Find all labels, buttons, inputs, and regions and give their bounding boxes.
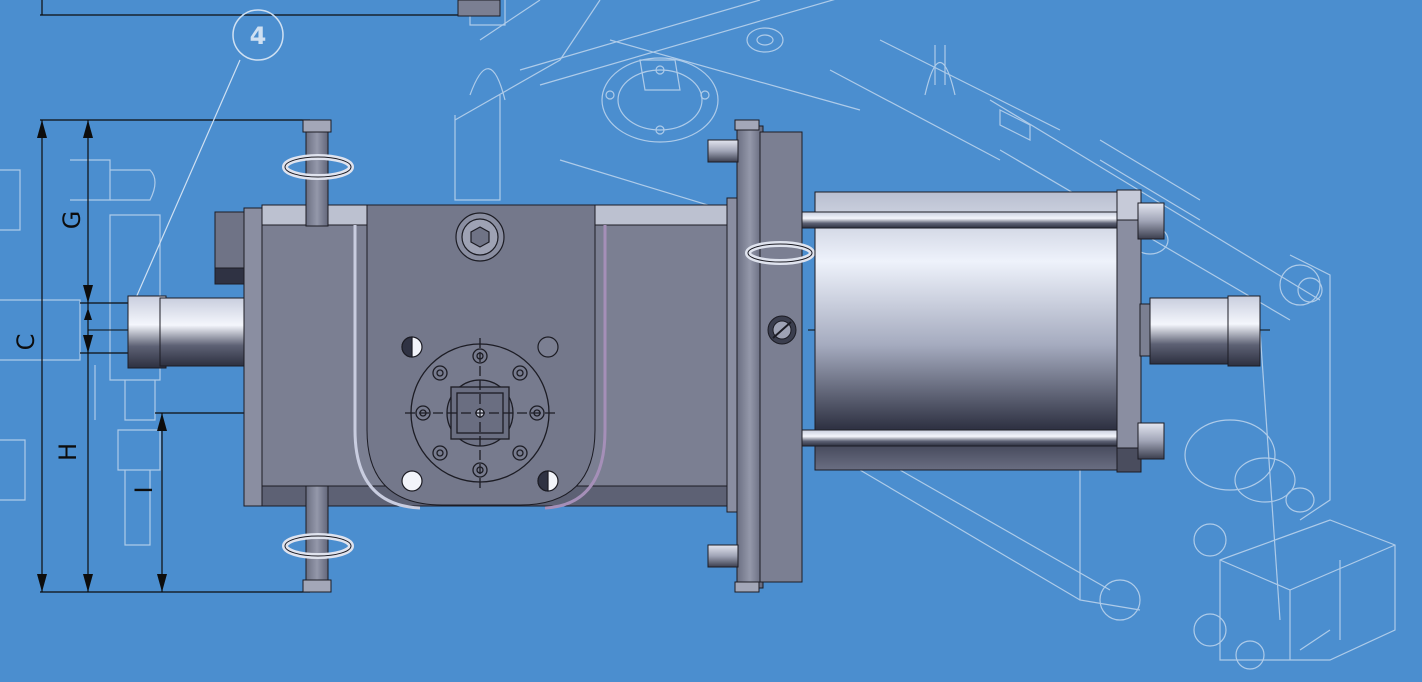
dimension-arrows <box>37 120 167 592</box>
output-shaft-flange <box>405 338 555 488</box>
mounting-holes <box>401 336 559 492</box>
pneumatic-cylinder <box>801 189 1165 473</box>
callout-number: 4 <box>250 22 267 50</box>
dimension-label-h: H <box>54 443 82 461</box>
background-wireframe <box>0 0 1396 670</box>
top-mount-block <box>457 0 501 17</box>
flange-bolt-holes <box>415 348 545 478</box>
cylinder-flange-plate <box>707 119 815 593</box>
top-hex-plug <box>455 212 505 262</box>
right-piston-rod <box>1139 295 1261 367</box>
dimension-label-g: G <box>58 211 86 230</box>
left-piston-rod <box>127 295 245 369</box>
callout-balloon: 4 <box>134 9 284 301</box>
dimension-label-c: C <box>12 334 40 351</box>
dimension-label-i: I <box>130 486 158 493</box>
body-lifting-eyes <box>282 119 354 593</box>
